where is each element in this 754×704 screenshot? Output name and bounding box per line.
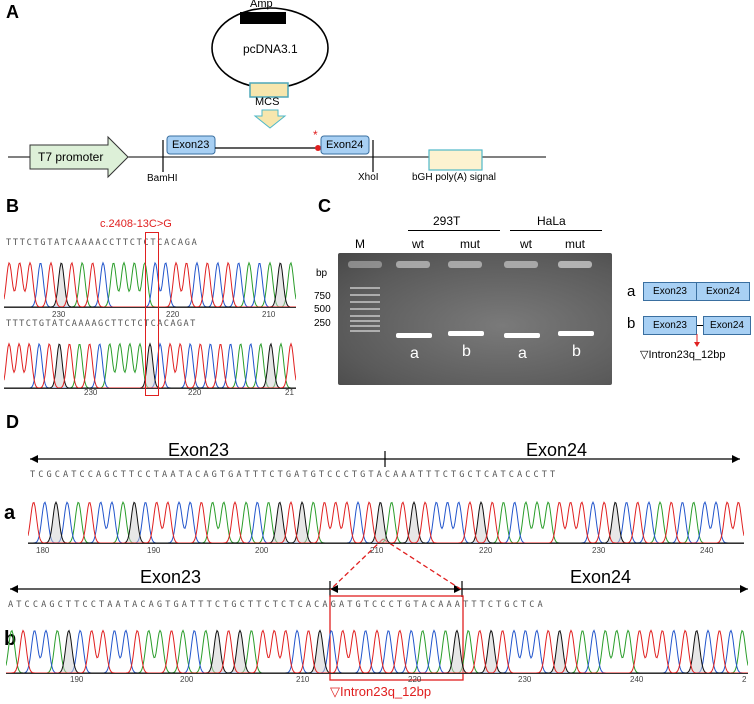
- chromatogram-d-b: [6, 629, 748, 674]
- d-seq-b: ATCCAGCTTCCTAATACAGTGATTTCTGCTTCTCTCACAG…: [8, 600, 546, 610]
- tick-b-top-1: 220: [166, 310, 180, 319]
- amp-label: Amp: [250, 0, 273, 10]
- panel-a-label: A: [6, 2, 19, 22]
- tick-b-top-0: 230: [52, 310, 66, 319]
- agarose-gel: [338, 253, 612, 385]
- tick-d-a-2: 200: [255, 546, 269, 555]
- isoform-intron-note: ▽Intron23q_12bp: [640, 349, 726, 361]
- d-intron-label: ▽Intron23q_12bp: [330, 684, 432, 699]
- intron-pointer-icon: [694, 334, 700, 347]
- trace-a: [6, 629, 748, 674]
- mcs-label: MCS: [255, 96, 280, 108]
- down-arrow-icon: [253, 109, 287, 129]
- chromatogram-b-top: [4, 261, 296, 308]
- tick-d-a-0: 180: [36, 546, 50, 555]
- bp-label: bp: [316, 268, 328, 279]
- panel-b-seq-bottom: TTTCTGTATCAAAAGCTTCTCTCACAGAT: [6, 319, 197, 329]
- d-exon24-a: Exon24: [526, 440, 588, 460]
- polya-box: [428, 149, 483, 171]
- lane-4: mut: [565, 237, 586, 251]
- exon24-box: [320, 135, 370, 155]
- tick-b-bottom-0: 230: [84, 388, 98, 397]
- promoter-label: T7 promoter: [38, 150, 104, 164]
- trace-g: [6, 629, 748, 674]
- tick-d-a-4: 220: [479, 546, 493, 555]
- tick-b-bottom-1: 220: [188, 388, 202, 397]
- band-label-4: b: [572, 343, 581, 360]
- isoform-a-label: a: [627, 283, 636, 300]
- mcs-box: [249, 82, 289, 98]
- gel-bands: [348, 261, 594, 338]
- tick-d-b-6: 2: [742, 675, 747, 684]
- isoform-b-exon23: Exon23: [643, 316, 697, 335]
- band-label-2: b: [462, 343, 471, 360]
- plasmid-name: pcDNA3.1: [243, 42, 298, 56]
- isoform-b-exon24: Exon24: [703, 316, 751, 335]
- d-row-a-label: a: [4, 502, 16, 524]
- chromatogram-d-a: [28, 500, 744, 544]
- panel-c-label: C: [318, 196, 331, 216]
- d-seq-a: TCGCATCCAGCTTCCTAATACAGTGATTTCTGATGTCCCT…: [30, 470, 559, 480]
- t7-promoter-arrow: [29, 135, 129, 179]
- isoform-a-exon24: Exon24: [696, 282, 750, 301]
- mutation-dot: [315, 145, 321, 151]
- band-label-1: a: [410, 345, 419, 362]
- tick-d-a-6: 240: [700, 546, 714, 555]
- intron-highlight-box: [329, 595, 464, 681]
- panel-b-seq-top: TTTCTGTATCAAAACCTTCTCTCACAGA: [6, 238, 199, 248]
- mutation-highlight-box: [145, 232, 159, 396]
- size-750: 750: [314, 291, 331, 302]
- tick-d-a-5: 230: [592, 546, 606, 555]
- d-exon24-b: Exon24: [570, 567, 632, 587]
- exon23-label: Exon23: [172, 139, 210, 151]
- mutation-star: *: [313, 128, 318, 142]
- lane-3: wt: [520, 237, 532, 251]
- lane-1: wt: [412, 237, 424, 251]
- tick-d-b-3: 220: [408, 675, 422, 684]
- tick-d-b-4: 230: [518, 675, 532, 684]
- panel-d-label: D: [6, 412, 19, 432]
- d-exon23-a: Exon23: [168, 440, 230, 460]
- tick-d-b-1: 200: [180, 675, 194, 684]
- d-exon23-b: Exon23: [140, 567, 202, 587]
- tick-d-a-3: 210: [370, 546, 384, 555]
- tick-d-b-2: 210: [296, 675, 310, 684]
- tick-d-a-1: 190: [147, 546, 161, 555]
- size-500: 500: [314, 304, 331, 315]
- isoform-b-label: b: [627, 315, 636, 332]
- lane-marker: M: [355, 237, 365, 251]
- xhoi-label: XhoI: [358, 172, 379, 183]
- size-250: 250: [314, 318, 331, 329]
- panel-b-label: B: [6, 196, 19, 216]
- trace-g: [28, 500, 744, 544]
- trace-c: [6, 629, 748, 674]
- amp-marker: [240, 12, 286, 24]
- mutation-label: c.2408-13C>G: [100, 218, 172, 230]
- polya-label: bGH poly(A) signal: [412, 172, 496, 183]
- band-label-3: a: [518, 345, 527, 362]
- bamhi-label: BamHI: [147, 173, 178, 184]
- plasmid-diagram: [8, 7, 546, 179]
- lane-2: mut: [460, 237, 481, 251]
- exon23-box: [166, 135, 216, 155]
- tick-d-b-5: 240: [630, 675, 644, 684]
- tick-d-b-0: 190: [70, 675, 84, 684]
- exon24-label: Exon24: [326, 139, 364, 151]
- trace-t: [6, 629, 748, 674]
- chromatogram-b-bottom: [4, 342, 296, 389]
- group-hala: HaLa: [537, 214, 566, 228]
- group-293t: 293T: [433, 214, 461, 228]
- tick-b-top-2: 210: [262, 310, 276, 319]
- tick-b-bottom-2: 21: [285, 388, 294, 397]
